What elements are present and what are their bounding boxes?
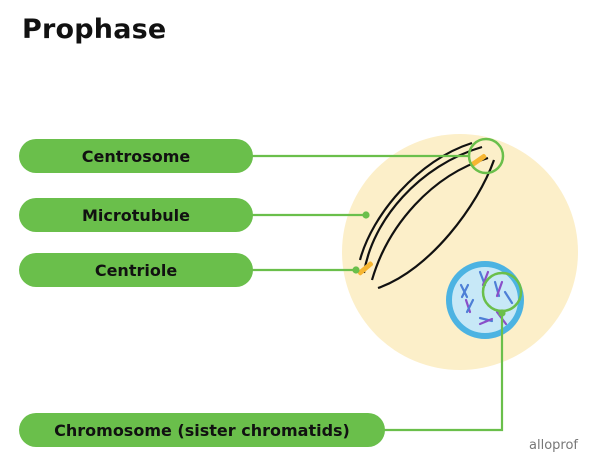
page-title: Prophase: [22, 14, 167, 45]
label-microtubule: Microtubule: [19, 198, 253, 232]
brand-logo: alloprof: [529, 438, 578, 453]
leader-lines: [252, 154, 504, 432]
label-centriole: Centriole: [19, 253, 253, 287]
chromosomes: [459, 270, 514, 326]
leader-dots: [352, 211, 506, 317]
centriole-top: [470, 153, 487, 167]
label-chromosome: Chromosome (sister chromatids): [19, 413, 385, 447]
label-centrosome: Centrosome: [19, 139, 253, 173]
centriole-bottom: [357, 261, 374, 276]
